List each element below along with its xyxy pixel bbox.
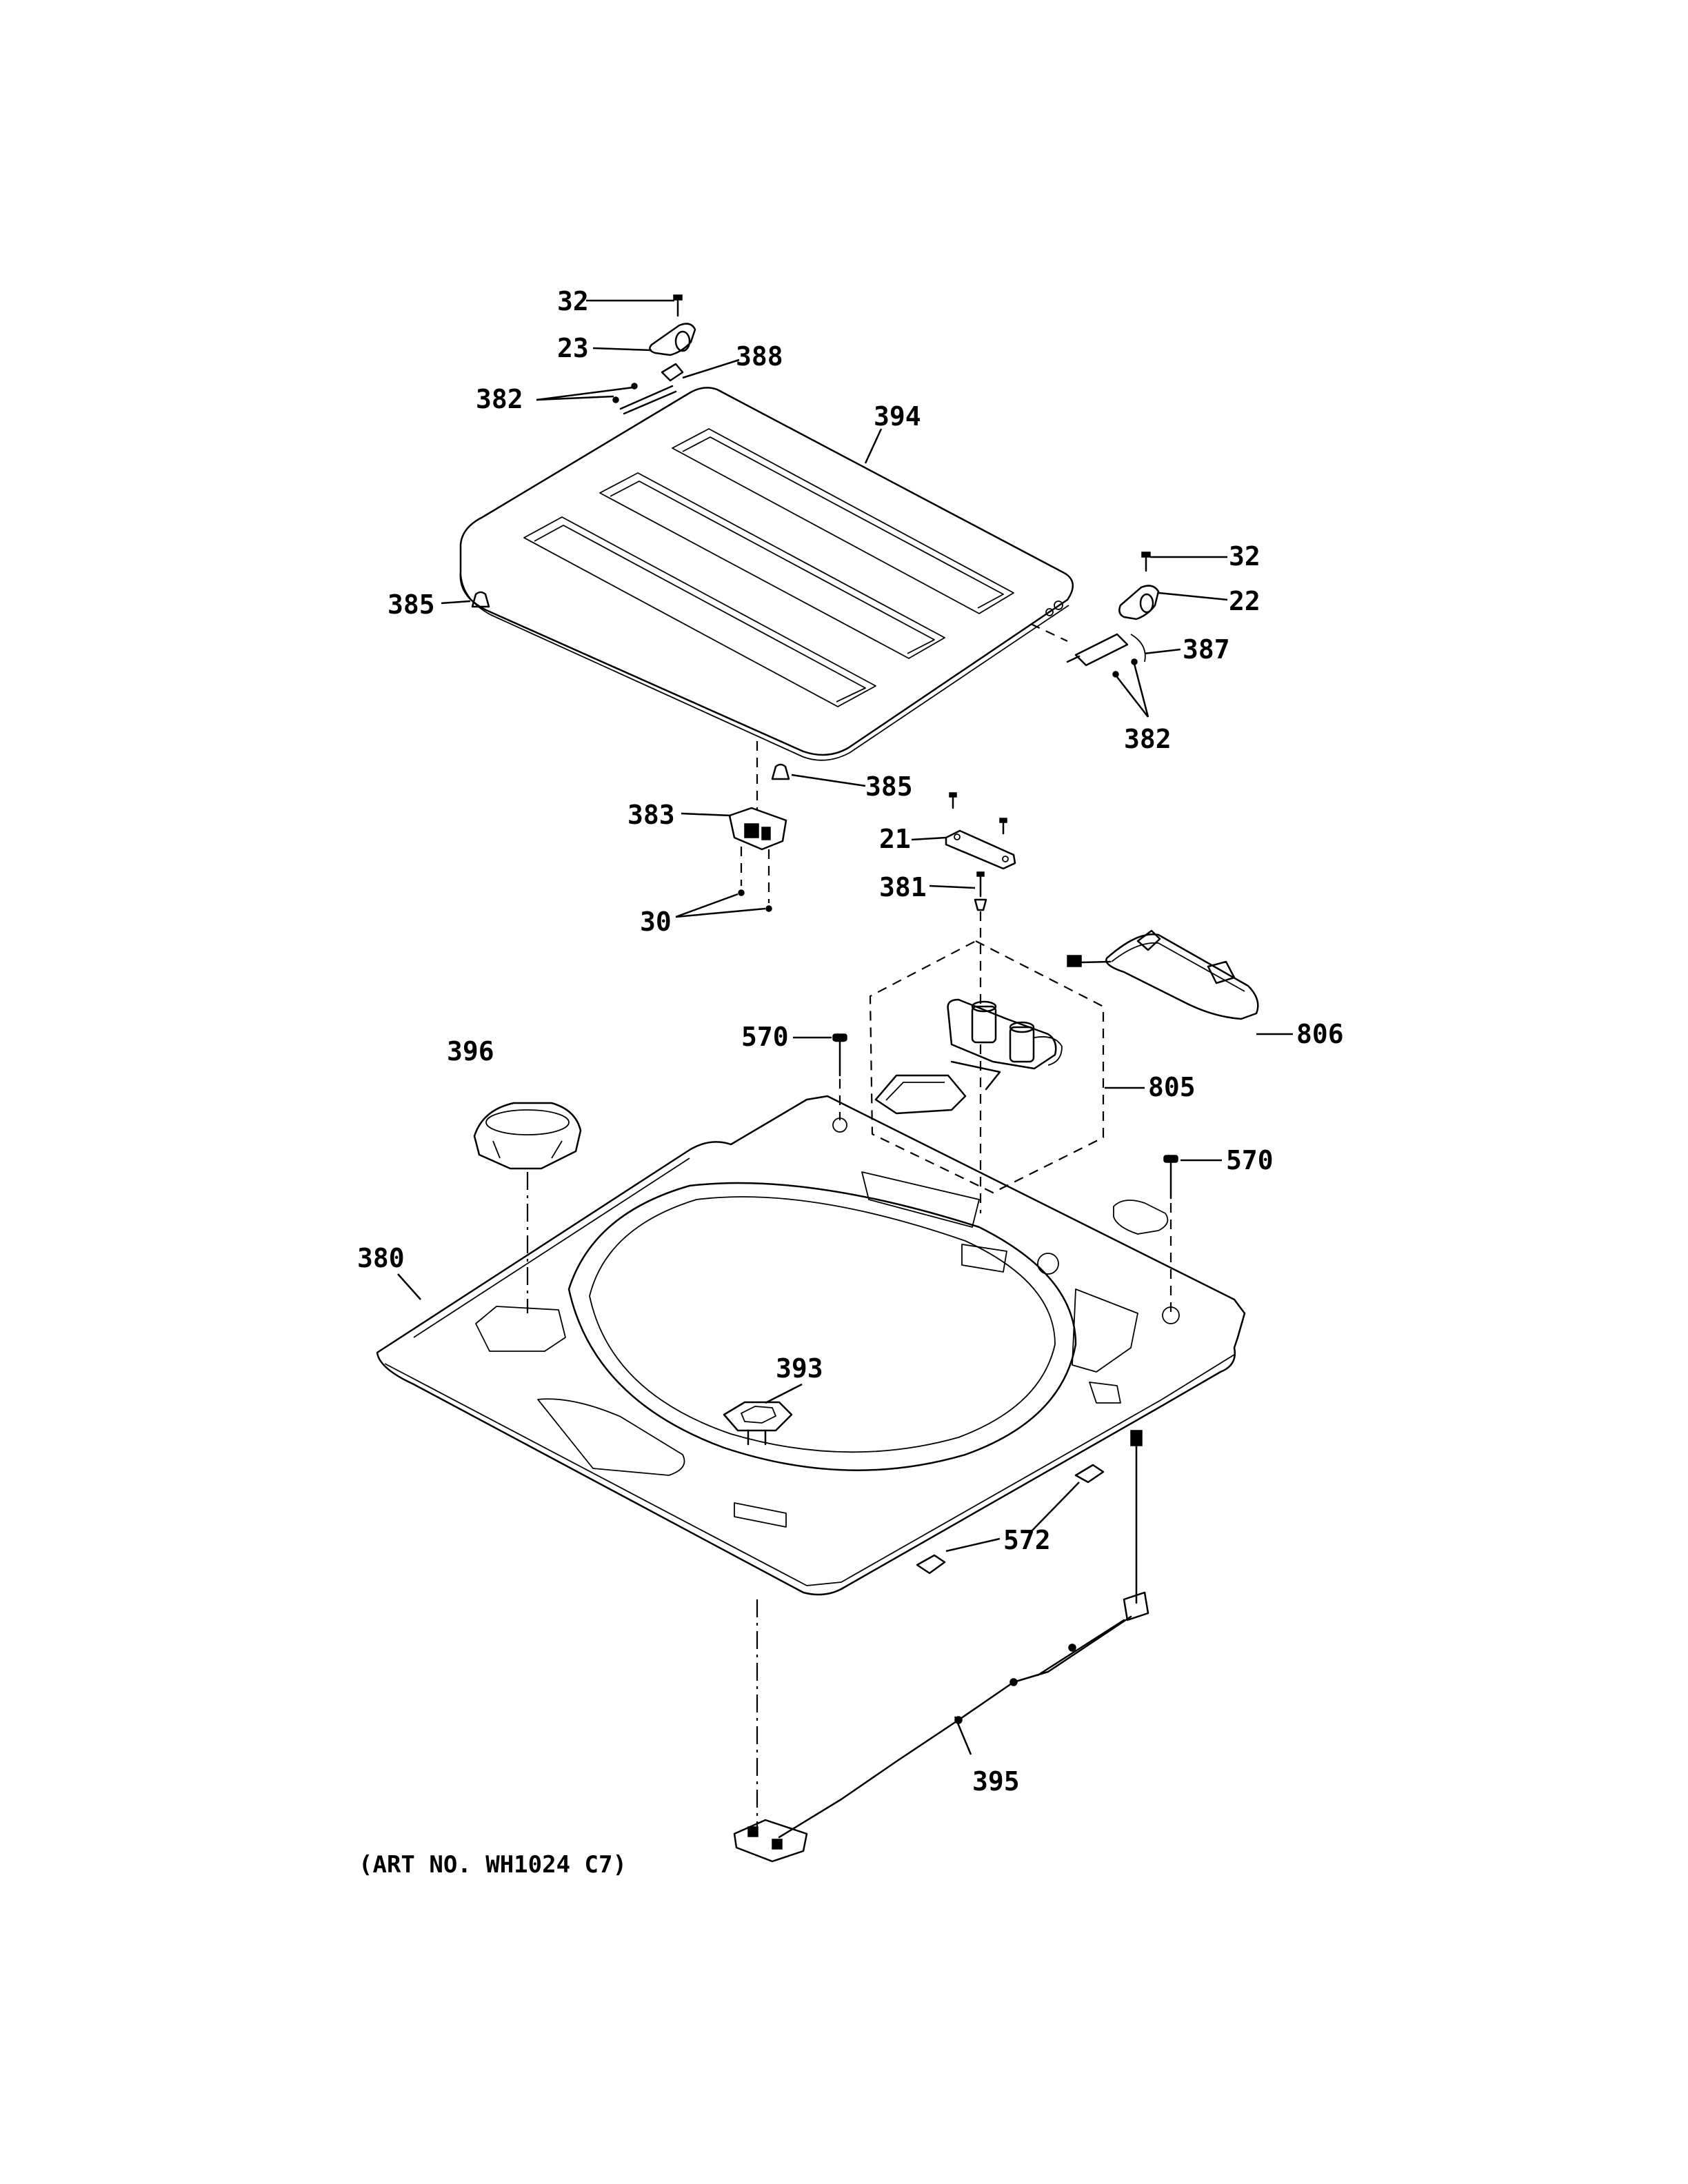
- top-cover-380[interactable]: [376, 1095, 1246, 1827]
- callout-32-right: 32: [1229, 541, 1260, 572]
- screw-30[interactable]: [738, 889, 772, 912]
- callout-572: 572: [1003, 1525, 1051, 1555]
- screw-381[interactable]: [974, 871, 987, 911]
- lid-lock-383[interactable]: [728, 741, 787, 903]
- callout-570-right: 570: [1226, 1145, 1274, 1175]
- hinge-screw-32[interactable]: [673, 294, 683, 317]
- hinge-bracket-22[interactable]: [1118, 585, 1160, 620]
- screw-pair-21[interactable]: [949, 792, 1007, 835]
- callout-21: 21: [879, 824, 911, 854]
- callout-30: 30: [640, 907, 672, 937]
- callout-23: 23: [557, 333, 589, 363]
- hinge-clip-388[interactable]: [661, 363, 684, 382]
- hinge-screw-32-right[interactable]: [1141, 552, 1151, 572]
- callout-32: 32: [557, 286, 589, 316]
- screw-570-right[interactable]: [1163, 1155, 1178, 1313]
- art-number: (ART NO. WH1024 C7): [359, 1851, 627, 1879]
- hinge-bracket-23[interactable]: [649, 323, 696, 356]
- water-valve-805[interactable]: [869, 911, 1105, 1213]
- callout-385-left: 385: [388, 589, 435, 620]
- lid-panel-394[interactable]: [459, 387, 1074, 761]
- callout-388: 388: [736, 341, 783, 372]
- clip-572-a[interactable]: [916, 1554, 946, 1575]
- callout-396: 396: [447, 1036, 494, 1066]
- callout-385-center: 385: [865, 771, 913, 802]
- screw-570-left[interactable]: [832, 1033, 847, 1120]
- callout-393: 393: [776, 1353, 823, 1384]
- callout-387: 387: [1183, 634, 1230, 665]
- callout-394: 394: [874, 401, 921, 432]
- callout-382-right: 382: [1124, 724, 1172, 754]
- callout-380: 380: [357, 1243, 405, 1273]
- callout-570-left: 570: [741, 1022, 789, 1052]
- callout-labels: 32 23 388 382 394 32 22 385 387 382 385 …: [357, 286, 1344, 1879]
- clip-572-b[interactable]: [1074, 1464, 1105, 1484]
- hinge-pin-382-left[interactable]: [612, 383, 677, 415]
- insert-393[interactable]: [723, 1401, 793, 1446]
- bracket-21[interactable]: [945, 829, 1016, 870]
- callout-22: 22: [1229, 586, 1260, 616]
- callout-383: 383: [627, 800, 675, 830]
- bumper-385-left[interactable]: [471, 591, 490, 608]
- leader-lines: [397, 299, 1293, 1755]
- bumper-385-center[interactable]: [771, 763, 790, 780]
- wire-harness-806[interactable]: [1067, 929, 1259, 1020]
- callout-382: 382: [476, 384, 523, 414]
- dispenser-cup-396[interactable]: [473, 1102, 582, 1313]
- callout-395: 395: [972, 1766, 1020, 1797]
- callout-805: 805: [1148, 1072, 1196, 1102]
- hinge-clip-387[interactable]: [1066, 633, 1146, 667]
- callout-806: 806: [1296, 1019, 1344, 1049]
- wire-harness-395[interactable]: [733, 1430, 1149, 1863]
- callout-381: 381: [879, 872, 927, 902]
